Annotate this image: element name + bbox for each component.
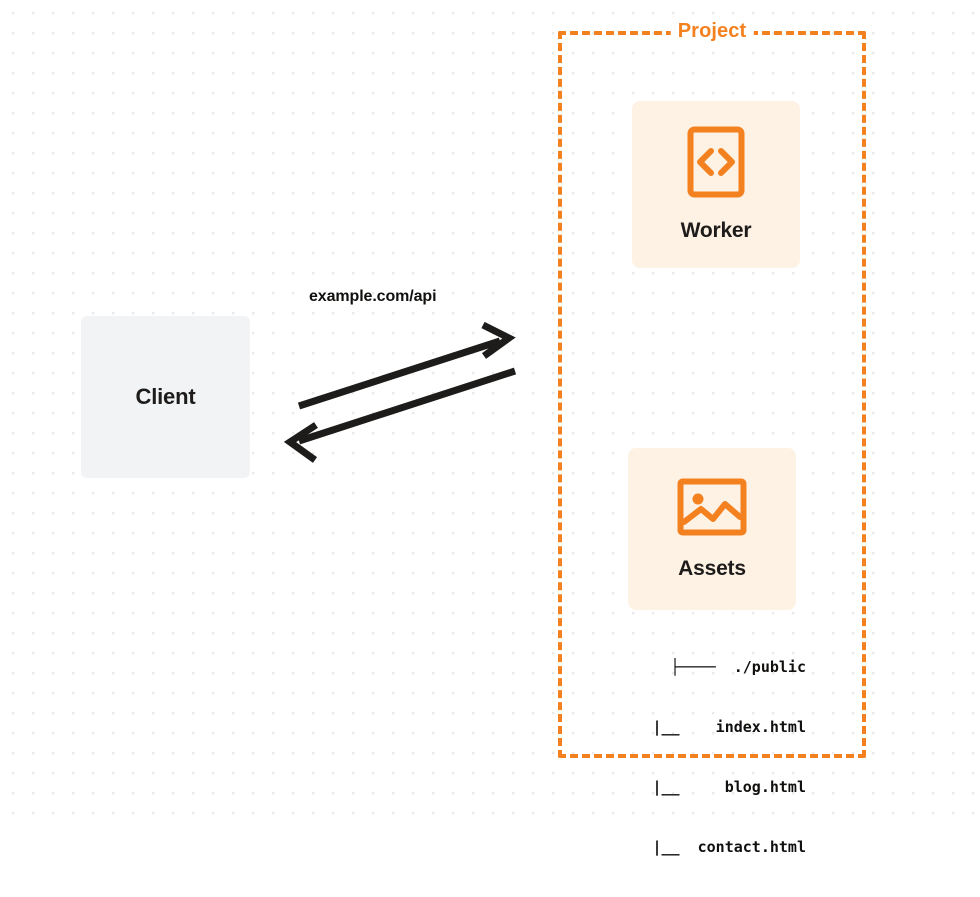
worker-card-label: Worker bbox=[680, 219, 752, 242]
connection-label: example.com/api bbox=[309, 288, 437, 305]
request-arrow-icon bbox=[297, 321, 516, 410]
project-boundary: Project bbox=[558, 20, 866, 758]
code-brackets-icon bbox=[687, 126, 745, 203]
worker-card[interactable]: Worker bbox=[632, 101, 800, 268]
file-tree-row: |__ contact.html bbox=[625, 838, 806, 856]
client-node[interactable]: Client bbox=[81, 316, 250, 478]
file-tree-row: |__ blog.html bbox=[625, 778, 806, 796]
diagram-canvas: Client example.com/api Project Worker bbox=[0, 0, 980, 856]
assets-card-label: Assets bbox=[678, 556, 746, 580]
client-node-label: Client bbox=[135, 384, 196, 409]
asset-file-tree: ├──── ./public |__ index.html |__ blog.h… bbox=[601, 617, 806, 897]
project-title: Project bbox=[670, 20, 754, 43]
file-tree-row: ├──── ./public bbox=[670, 658, 806, 676]
file-tree-row: |__ index.html bbox=[625, 718, 806, 736]
assets-card[interactable]: Assets bbox=[628, 448, 796, 610]
response-arrow-icon bbox=[283, 367, 517, 463]
image-icon bbox=[677, 478, 747, 541]
